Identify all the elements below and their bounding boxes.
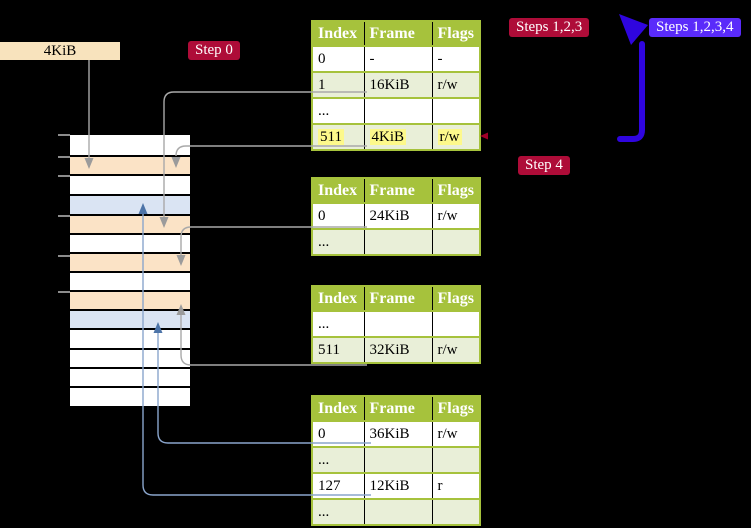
table-header-row: Index Frame Flags	[312, 286, 480, 312]
steps-loop-arrowhead-icon	[619, 14, 648, 45]
col-header-frame: Frame	[363, 178, 432, 204]
memory-row-frame-24kib	[70, 254, 190, 273]
memory-row	[70, 388, 190, 408]
cell-index: ...	[312, 447, 364, 474]
highlight: 511	[318, 128, 344, 145]
col-header-frame: Frame	[363, 286, 432, 312]
table-header-row: Index Frame Flags	[312, 396, 480, 422]
col-header-flags: Flags	[431, 286, 480, 312]
memory-row	[70, 330, 190, 350]
cell-index: 0	[312, 421, 364, 448]
col-header-flags: Flags	[431, 396, 480, 422]
step0-badge: Step 0	[188, 41, 240, 60]
page-table-2: Index Frame Flags 0 24KiB r/w ...	[311, 177, 481, 256]
highlight: r/w	[437, 128, 462, 145]
cell-index: ...	[312, 229, 364, 256]
table-row: 511 32KiB r/w	[312, 337, 480, 364]
cell-flags	[431, 311, 480, 338]
table-row: ...	[312, 311, 480, 338]
cell-flags: r	[431, 473, 480, 500]
frame-size-label: 4KiB	[0, 42, 120, 60]
page-table-4: Index Frame Flags 0 36KiB r/w ... 127 12…	[311, 395, 481, 526]
cell-frame	[363, 98, 432, 125]
step4-badge: Step 4	[518, 156, 570, 175]
steps123-badge: Steps 1,2,3	[509, 18, 590, 37]
cell-index: ...	[312, 98, 364, 125]
table-header-row: Index Frame Flags	[312, 21, 480, 47]
cell-flags: r/w	[431, 124, 480, 151]
cell-frame	[363, 229, 432, 256]
table-row: 0 36KiB r/w	[312, 421, 480, 448]
cell-index: 511	[312, 124, 364, 151]
memory-row	[70, 273, 190, 292]
col-header-frame: Frame	[363, 21, 432, 47]
memory-row-frame-32kib	[70, 292, 190, 311]
memory-row-frame-16kib	[70, 216, 190, 235]
cell-flags: r/w	[431, 72, 480, 99]
cell-index: 0	[312, 46, 364, 73]
memory-row	[70, 350, 190, 369]
cell-flags: r/w	[431, 421, 480, 448]
table-row: ...	[312, 98, 480, 125]
col-header-flags: Flags	[431, 178, 480, 204]
cell-frame: 36KiB	[363, 421, 432, 448]
cell-index: 0	[312, 203, 364, 230]
cell-frame: 32KiB	[363, 337, 432, 364]
cell-frame: 24KiB	[363, 203, 432, 230]
physical-memory-column	[70, 135, 190, 408]
page-table-1: Index Frame Flags 0 - - 1 16KiB r/w ... …	[311, 20, 481, 151]
cell-frame	[363, 311, 432, 338]
cell-index: 511	[312, 337, 364, 364]
cell-flags: r/w	[431, 203, 480, 230]
memory-row-frame-36kib	[70, 311, 190, 330]
cell-index: ...	[312, 499, 364, 526]
table-row: 127 12KiB r	[312, 473, 480, 500]
col-header-index: Index	[312, 286, 364, 312]
table-row: 1 16KiB r/w	[312, 72, 480, 99]
cell-flags	[431, 499, 480, 526]
highlight: 4KiB	[369, 128, 407, 145]
memory-row	[70, 176, 190, 196]
col-header-index: Index	[312, 178, 364, 204]
cell-frame: -	[363, 46, 432, 73]
col-header-flags: Flags	[431, 21, 480, 47]
table-row: 0 - -	[312, 46, 480, 73]
steps-loop-arrow	[617, 14, 648, 142]
cell-frame: 16KiB	[363, 72, 432, 99]
cell-frame: 4KiB	[363, 124, 432, 151]
page-table-3: Index Frame Flags ... 511 32KiB r/w	[311, 285, 481, 364]
table-row: 0 24KiB r/w	[312, 203, 480, 230]
memory-row	[70, 135, 190, 157]
cell-flags	[431, 229, 480, 256]
table-row: ...	[312, 229, 480, 256]
memory-row	[70, 369, 190, 388]
cell-index: ...	[312, 311, 364, 338]
cell-frame	[363, 499, 432, 526]
steps-loop-arrow-shaft	[617, 41, 645, 142]
table-row-highlighted: 511 4KiB r/w	[312, 124, 480, 151]
table-header-row: Index Frame Flags	[312, 178, 480, 204]
cell-frame	[363, 447, 432, 474]
steps1234-badge: Steps 1,2,3,4	[649, 18, 741, 37]
col-header-index: Index	[312, 396, 364, 422]
cell-frame: 12KiB	[363, 473, 432, 500]
table-row: ...	[312, 499, 480, 526]
memory-row-frame-4kib	[70, 157, 190, 176]
cell-flags	[431, 447, 480, 474]
col-header-index: Index	[312, 21, 364, 47]
memory-row	[70, 235, 190, 254]
table-row: ...	[312, 447, 480, 474]
memory-ticks	[58, 134, 70, 293]
cell-index: 127	[312, 473, 364, 500]
col-header-frame: Frame	[363, 396, 432, 422]
red-row-marker-icon	[480, 132, 488, 140]
cell-index: 1	[312, 72, 364, 99]
cell-flags	[431, 98, 480, 125]
cell-flags: r/w	[431, 337, 480, 364]
memory-row-frame-12kib	[70, 196, 190, 216]
cell-flags: -	[431, 46, 480, 73]
